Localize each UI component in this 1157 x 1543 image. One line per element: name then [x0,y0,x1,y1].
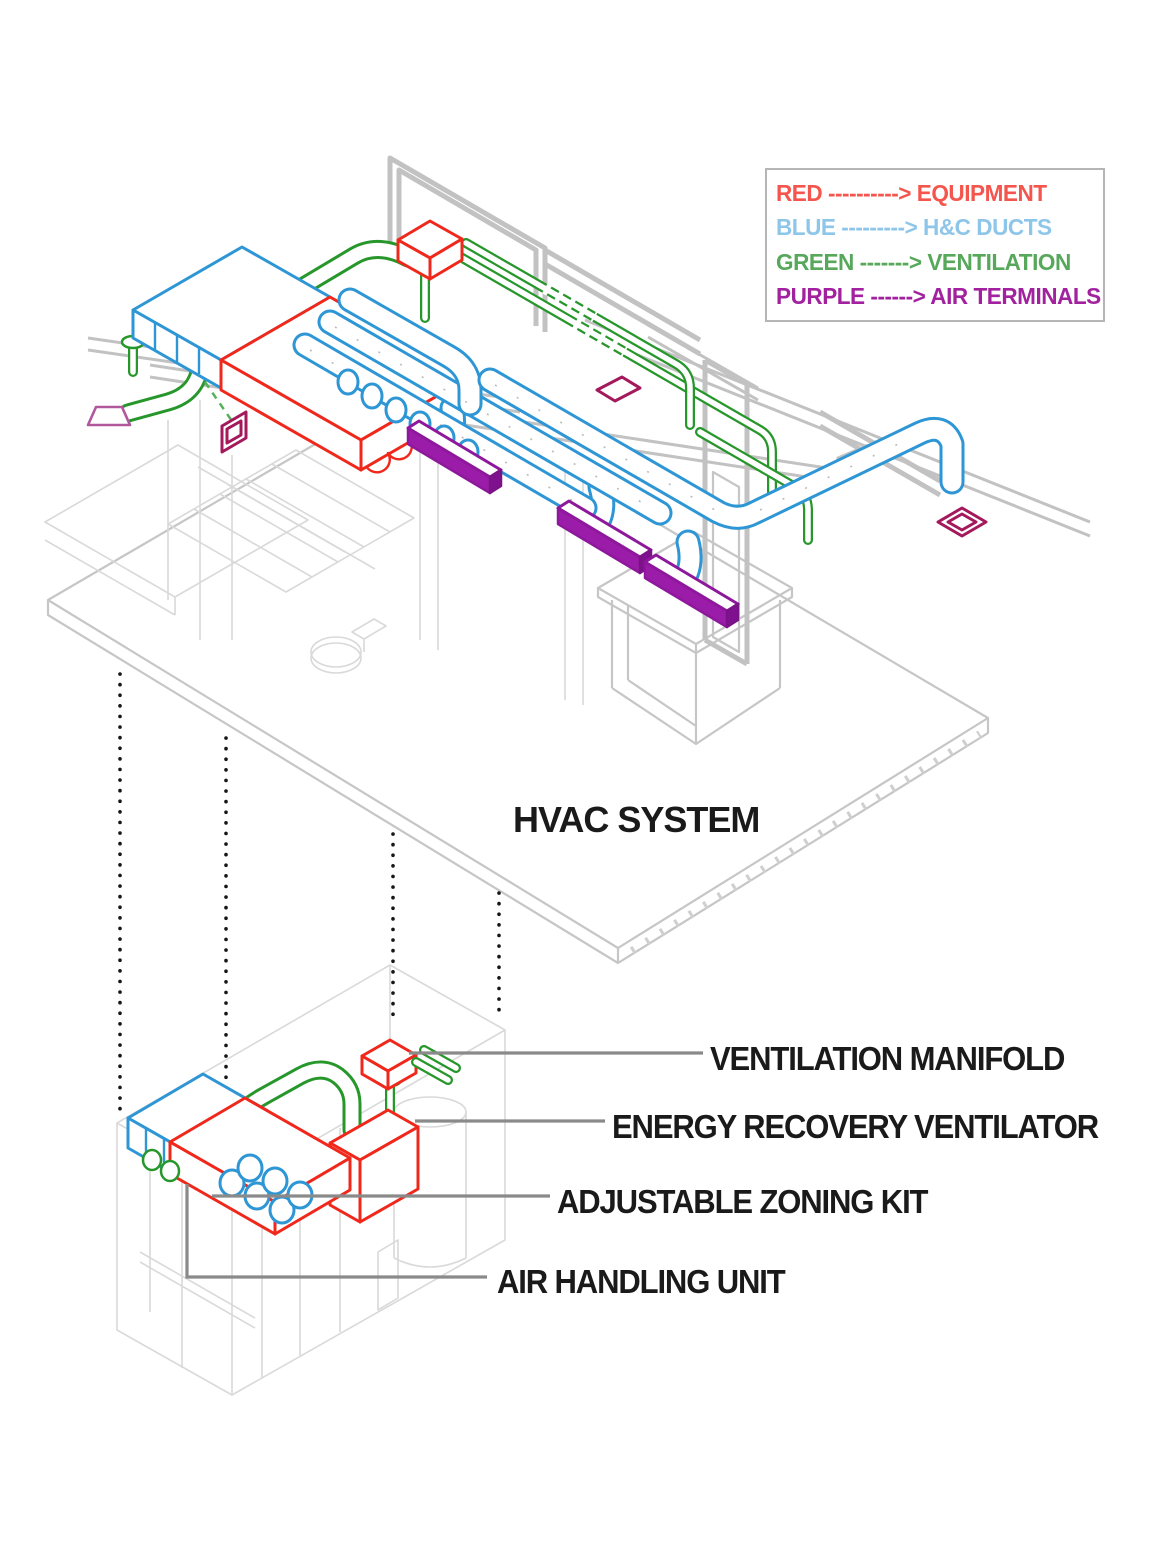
ventilation-manifold-graphic [396,219,464,281]
callout-energy-recovery-ventilator: ENERGY RECOVERY VENTILATOR [612,1108,1099,1145]
legend-entry-air-terminals: PURPLE ------> AIR TERMINALS [776,283,1101,310]
callout-air-handling-unit: AIR HANDLING UNIT [497,1263,786,1300]
callout-ventilation-manifold: VENTILATION MANIFOLD [710,1040,1065,1077]
projection-lines [118,672,501,1154]
wall-terminal [595,375,642,403]
legend-entry-hc-ducts: BLUE ---------> H&C DUCTS [776,214,1052,241]
diagram-title: HVAC SYSTEM [513,799,760,840]
legend-entry-equipment: RED ----------> EQUIPMENT [776,179,1047,206]
floor-terminal [936,506,988,538]
callout-leader-lines [185,1051,703,1279]
detail-ahu [126,1072,352,1236]
shower-tile-grid [167,449,415,593]
slot-diffuser-bar [556,499,653,575]
air-terminals [86,375,988,629]
exhaust-hood [86,405,132,427]
callout-adjustable-zoning-kit: ADJUSTABLE ZONING KIT [557,1183,929,1220]
detail-equipment [126,1038,461,1236]
wall-terminal [220,410,248,454]
slot-diffuser-bar [643,553,740,629]
mechanical-room-wireframe [116,964,506,1396]
detail-ventilation-manifold [360,1038,461,1091]
table [596,530,794,746]
toilet [310,618,387,674]
slot-diffuser-bar [406,419,503,495]
legend-entry-ventilation: GREEN -------> VENTILATION [776,248,1071,275]
legend-box: RED ----------> EQUIPMENT BLUE ---------… [765,168,1105,322]
